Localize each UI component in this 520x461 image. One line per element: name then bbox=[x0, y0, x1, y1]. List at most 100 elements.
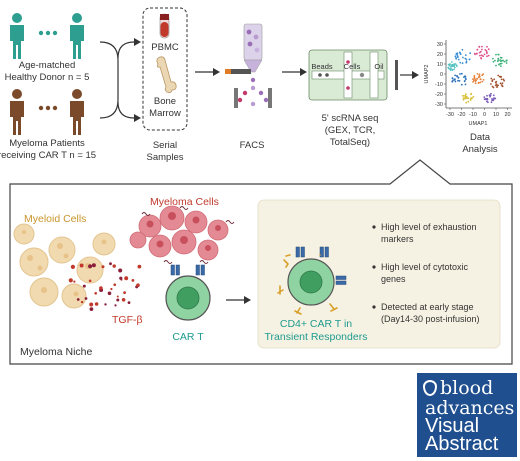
tgf-particle bbox=[94, 292, 97, 295]
cd4-line1: CD4+ CAR T in bbox=[280, 318, 352, 330]
umap-point bbox=[484, 98, 487, 101]
donor-ellipsis bbox=[38, 30, 58, 36]
tgf-particle bbox=[89, 302, 94, 307]
umap-point bbox=[462, 56, 464, 59]
chip-cells-label: Cells bbox=[344, 62, 361, 71]
umap-point bbox=[460, 72, 463, 75]
arrow-head-chip bbox=[300, 68, 307, 76]
umap-point bbox=[467, 97, 470, 100]
umap-point bbox=[485, 100, 488, 103]
umap-point bbox=[457, 58, 460, 61]
umap-point bbox=[482, 79, 485, 81]
umap-point bbox=[488, 94, 491, 97]
pbmc-label: PBMC bbox=[151, 42, 179, 53]
scrna-line3: TotalSeq) bbox=[330, 137, 370, 148]
serial-samples-line1: Serial bbox=[153, 140, 177, 151]
umap-point bbox=[454, 63, 457, 65]
umap-point bbox=[493, 78, 496, 81]
bone-marrow-line2: Marrow bbox=[149, 108, 181, 119]
myeloid-cells-cluster bbox=[13, 223, 116, 309]
umap-point bbox=[474, 82, 477, 85]
umap-point bbox=[495, 53, 497, 56]
umap-point bbox=[460, 83, 463, 86]
umap-point bbox=[483, 53, 486, 56]
umap-xtick-label: -10 bbox=[469, 112, 477, 118]
umap-point bbox=[485, 51, 488, 54]
cd4-line2: Transient Responders bbox=[265, 331, 368, 343]
finding-item-2: High level of cytotoxic genes bbox=[372, 262, 469, 284]
umap-ytick-label: 30 bbox=[437, 42, 443, 48]
umap-point bbox=[481, 80, 484, 83]
umap-point bbox=[461, 95, 464, 97]
umap-point bbox=[464, 75, 466, 77]
umap-point bbox=[479, 78, 482, 81]
umap-point bbox=[500, 65, 502, 67]
patient-line1: Myeloma Patients bbox=[9, 138, 85, 149]
findings-panel bbox=[257, 199, 501, 349]
tgf-particle bbox=[119, 276, 123, 280]
umap-point bbox=[453, 65, 455, 68]
umap-point bbox=[480, 54, 483, 57]
finding-3-line1: Detected at early stage bbox=[381, 302, 474, 312]
serial-samples-line2: Samples bbox=[147, 152, 184, 163]
healthy-donor-figure bbox=[10, 13, 24, 59]
umap-point bbox=[492, 99, 495, 101]
umap-xtick-label: -20 bbox=[458, 112, 466, 118]
chip-beads-label: Beads bbox=[311, 62, 333, 71]
niche-label: Myeloma Niche bbox=[20, 346, 93, 358]
tgf-particle bbox=[112, 264, 116, 268]
umap-point bbox=[449, 69, 452, 71]
umap-point bbox=[490, 101, 493, 104]
umap-point bbox=[453, 68, 455, 71]
umap-point bbox=[500, 84, 503, 86]
umap-point bbox=[492, 60, 495, 63]
tgf-particle bbox=[118, 268, 123, 273]
umap-point bbox=[451, 61, 453, 63]
arrow-head-bm bbox=[134, 114, 141, 122]
umap-point bbox=[487, 54, 490, 57]
umap-point bbox=[464, 77, 467, 80]
arrow-head-facs bbox=[213, 68, 220, 76]
umap-point bbox=[449, 63, 451, 65]
umap-point bbox=[465, 101, 468, 104]
umap-point bbox=[473, 79, 475, 82]
umap-point bbox=[490, 92, 492, 95]
umap-point bbox=[462, 97, 465, 99]
umap-point bbox=[461, 62, 464, 65]
patient-ellipsis bbox=[38, 105, 58, 111]
umap-point bbox=[473, 76, 476, 79]
cd4-car-t-cell bbox=[277, 246, 347, 315]
tgf-particle bbox=[121, 298, 126, 302]
umap-point bbox=[503, 60, 506, 63]
umap-point bbox=[478, 73, 481, 76]
umap-point bbox=[481, 45, 483, 48]
umap-point bbox=[489, 95, 491, 98]
badge-line3: Visual bbox=[425, 415, 480, 437]
umap-point bbox=[453, 63, 456, 65]
umap-point bbox=[472, 78, 474, 81]
umap-ytick-label: -10 bbox=[435, 82, 443, 88]
umap-point bbox=[457, 79, 459, 82]
umap-point bbox=[479, 54, 481, 57]
myeloma-cells-cluster bbox=[129, 205, 235, 264]
umap-point bbox=[494, 59, 496, 62]
tgf-particle bbox=[68, 278, 73, 283]
umap-point bbox=[453, 79, 456, 81]
tgf-particle bbox=[91, 263, 96, 268]
tgf-particle bbox=[94, 302, 99, 306]
umap-point bbox=[454, 80, 457, 83]
umap-point bbox=[465, 58, 468, 61]
umap-point bbox=[472, 95, 475, 98]
tgf-beta-label: TGF-β bbox=[112, 314, 143, 326]
umap-point bbox=[490, 83, 492, 85]
umap-point bbox=[499, 56, 502, 59]
umap-point bbox=[455, 57, 458, 60]
tgf-particle bbox=[131, 279, 135, 282]
healthy-donor-figure-2 bbox=[70, 13, 84, 59]
umap-point bbox=[500, 78, 503, 81]
umap-point bbox=[464, 83, 467, 86]
blood-drop-logo-icon bbox=[423, 380, 437, 396]
